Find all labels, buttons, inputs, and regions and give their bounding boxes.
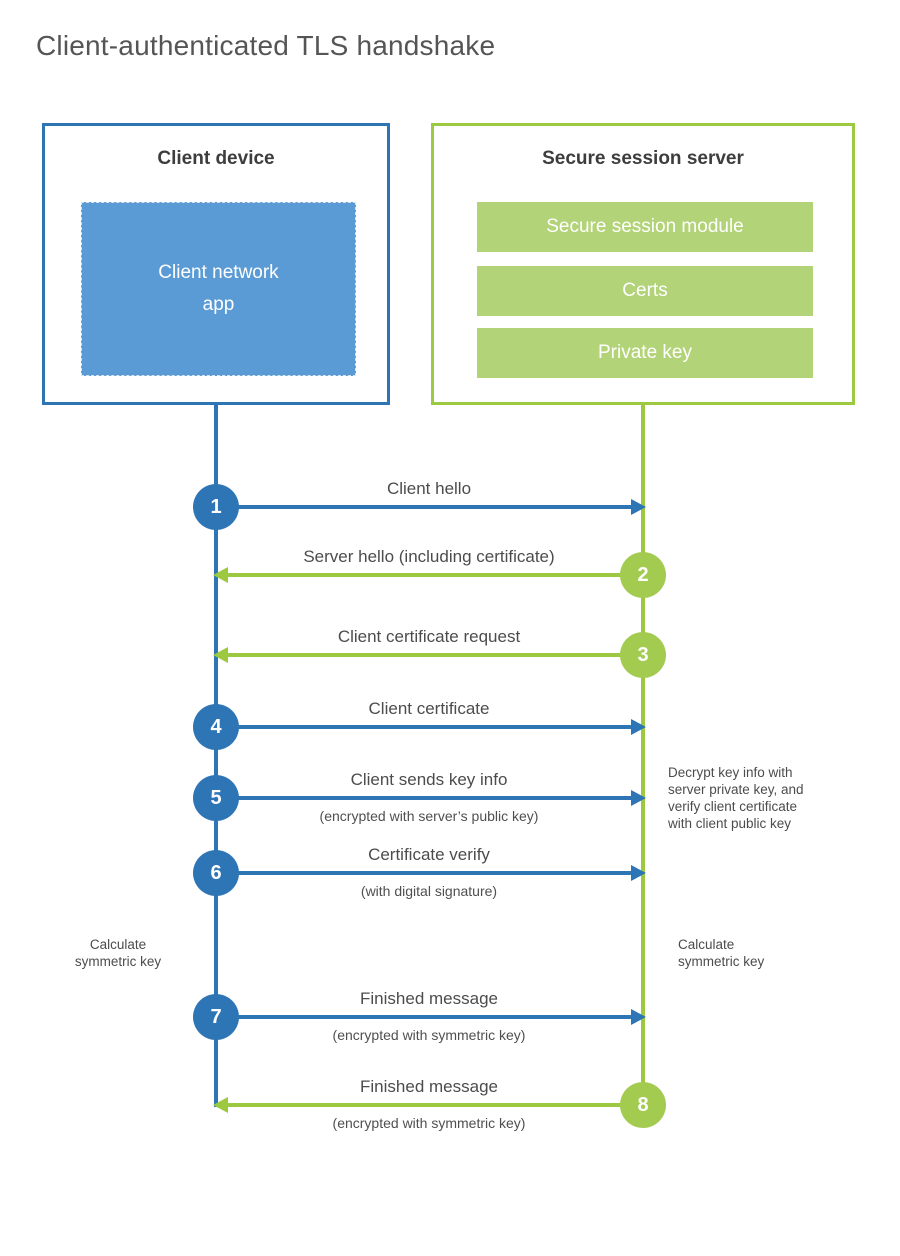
message-label-3: Client certificate request [337,627,521,646]
message-label-8: Finished message [360,1077,498,1096]
client-device-title: Client device [157,148,275,169]
message-arrowhead-8 [213,1097,228,1113]
message-arrow-line-2 [228,573,643,577]
message-arrow-line-8 [228,1103,643,1107]
message-label-7: Finished message [360,989,498,1008]
server-lifeline [641,405,645,1106]
server-module-secure-session: Secure session module [477,202,813,252]
message-arrow-line-3 [228,653,643,657]
step-1-circle: 1 [193,484,239,530]
message-label-2: Server hello (including certificate) [303,547,555,566]
client-lifeline [214,405,218,1107]
message-arrowhead-3 [213,647,228,663]
server-module-private-key: Private key [477,328,813,378]
client-network-app-label: Client network app [158,261,279,315]
message-label-1: Client hello [386,479,472,498]
message-sublabel-8: (encrypted with symmetric key) [332,1115,526,1131]
step-8-circle: 8 [620,1082,666,1128]
client-device-box: Client device Client network app [42,123,390,405]
message-arrowhead-2 [213,567,228,583]
note-decrypt-key-info: Decrypt key info with server private key… [668,765,804,831]
message-arrowhead-5 [631,790,646,806]
page-title: Client-authenticated TLS handshake [36,30,496,61]
message-arrow-line-5 [216,796,631,800]
server-module-certs: Certs [477,266,813,316]
step-3-circle: 3 [620,632,666,678]
message-arrowhead-1 [631,499,646,515]
message-arrow-line-4 [216,725,631,729]
step-6-circle: 6 [193,850,239,896]
secure-session-server-box: Secure session server Secure session mod… [431,123,855,405]
note-calculate-symmetric-key-client: Calculate symmetric key [74,937,162,969]
message-sublabel-7: (encrypted with symmetric key) [332,1027,526,1043]
message-label-4: Client certificate [368,699,490,718]
step-5-circle: 5 [193,775,239,821]
message-label-5: Client sends key info [350,770,508,789]
message-arrow-line-7 [216,1015,631,1019]
message-arrowhead-7 [631,1009,646,1025]
message-arrowhead-6 [631,865,646,881]
message-arrow-line-6 [216,871,631,875]
message-sublabel-5: (encrypted with server’s public key) [319,808,539,824]
client-network-app-box: Client network app [81,202,356,376]
step-4-circle: 4 [193,704,239,750]
message-label-6: Certificate verify [368,845,490,864]
message-sublabel-6: (with digital signature) [360,883,498,899]
note-calculate-symmetric-key-server: Calculate symmetric key [678,937,765,969]
message-arrowhead-4 [631,719,646,735]
secure-session-server-title: Secure session server [542,148,744,169]
step-2-circle: 2 [620,552,666,598]
step-7-circle: 7 [193,994,239,1040]
message-arrow-line-1 [216,505,631,509]
